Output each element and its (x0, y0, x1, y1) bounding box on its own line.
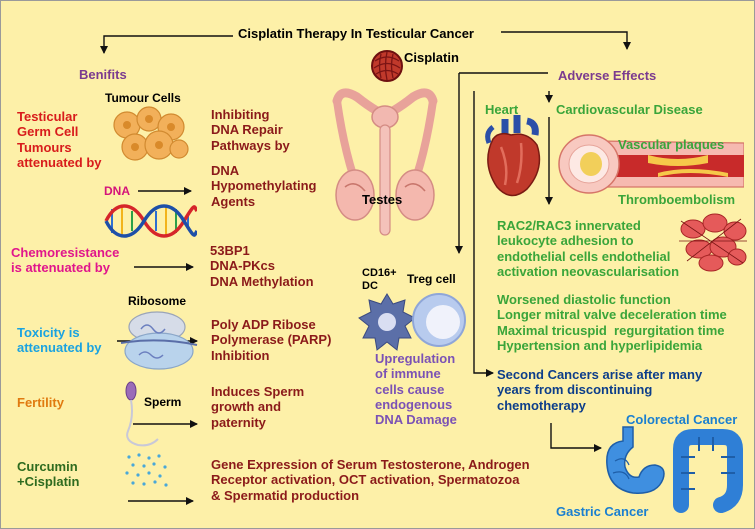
tumour-cells-label: Tumour Cells (105, 91, 181, 105)
cisplatin-label: Cisplatin (404, 50, 459, 65)
heart-label: Heart (485, 102, 519, 117)
second-cancers-text: Second Cancers arise after many years fr… (497, 367, 703, 413)
heart-illustration (485, 115, 541, 197)
adverse-effects-heading: Adverse Effects (558, 68, 657, 83)
benefits-heading: Benifits (79, 67, 127, 82)
upregulation-text: Upregulation of immune cells cause endog… (375, 351, 457, 428)
cardiovascular-disease-label: Cardiovascular Disease (556, 102, 703, 117)
testes-label: Testes (362, 192, 403, 207)
vascular-plaques-label: Vascular plaques (618, 137, 725, 152)
chemoresistance-benefit: Chemoresistance is attenuated by (11, 245, 120, 276)
parp-text: Poly ADP Ribose Polymerase (PARP) Inhibi… (211, 317, 332, 363)
stomach-illustration (606, 426, 665, 494)
to-second-cancers-arrow (473, 91, 494, 377)
toxicity-benefit: Toxicity is attenuated by (17, 325, 102, 356)
testes-illustration (332, 88, 438, 236)
dna-hypomethylating-text: DNA Hypomethylating Agents (211, 163, 317, 209)
curcumin-dots-illustration (125, 453, 168, 487)
cd16-dc-label: CD16+ DC (362, 267, 397, 292)
blood-clot-illustration (679, 213, 747, 272)
inhibit-dna-repair-text: Inhibiting DNA Repair Pathways by (211, 107, 290, 153)
title-left-arrow (100, 35, 233, 54)
chemo-targets-text: 53BP1 DNA-PKcs DNA Methylation (210, 243, 314, 289)
dna-helix-illustration (104, 204, 197, 238)
rac-text: RAC2/RAC3 innervated leukocyte adhesion … (497, 218, 680, 279)
sperm-label: Sperm (144, 395, 182, 409)
dna-label: DNA (104, 184, 130, 198)
second-cancer-arrow (550, 423, 602, 452)
germ-cell-benefit: Testicular Germ Cell Tumours attenuated … (17, 109, 102, 170)
title-right-arrow (501, 31, 631, 50)
thromboembolism-label: Thromboembolism (618, 192, 736, 207)
cisplatin-sphere-illustration (371, 50, 403, 82)
ribosome-illustration (120, 311, 198, 370)
colon-illustration (673, 429, 743, 513)
sperm-effect-text: Induces Sperm growth and paternity (211, 384, 305, 430)
sperm-illustration (125, 381, 159, 447)
treg-cell-label: Treg cell (407, 272, 456, 286)
fertility-benefit: Fertility (17, 395, 64, 410)
gene-expression-text: Gene Expression of Serum Testosterone, A… (211, 457, 530, 503)
colorectal-cancer-label: Colorectal Cancer (626, 412, 738, 427)
tumour-cells-illustration (113, 106, 189, 161)
ribosome-label: Ribosome (128, 294, 187, 308)
curcumin-benefit: Curcumin +Cisplatin (17, 459, 80, 490)
vascular-plaque-illustration (558, 134, 744, 194)
diagram-title: Cisplatin Therapy In Testicular Cancer (238, 26, 474, 41)
gastric-cancer-label: Gastric Cancer (556, 504, 649, 519)
diastolic-text: Worsened diastolic function Longer mitra… (497, 292, 727, 353)
immune-cells-illustration (358, 293, 466, 351)
